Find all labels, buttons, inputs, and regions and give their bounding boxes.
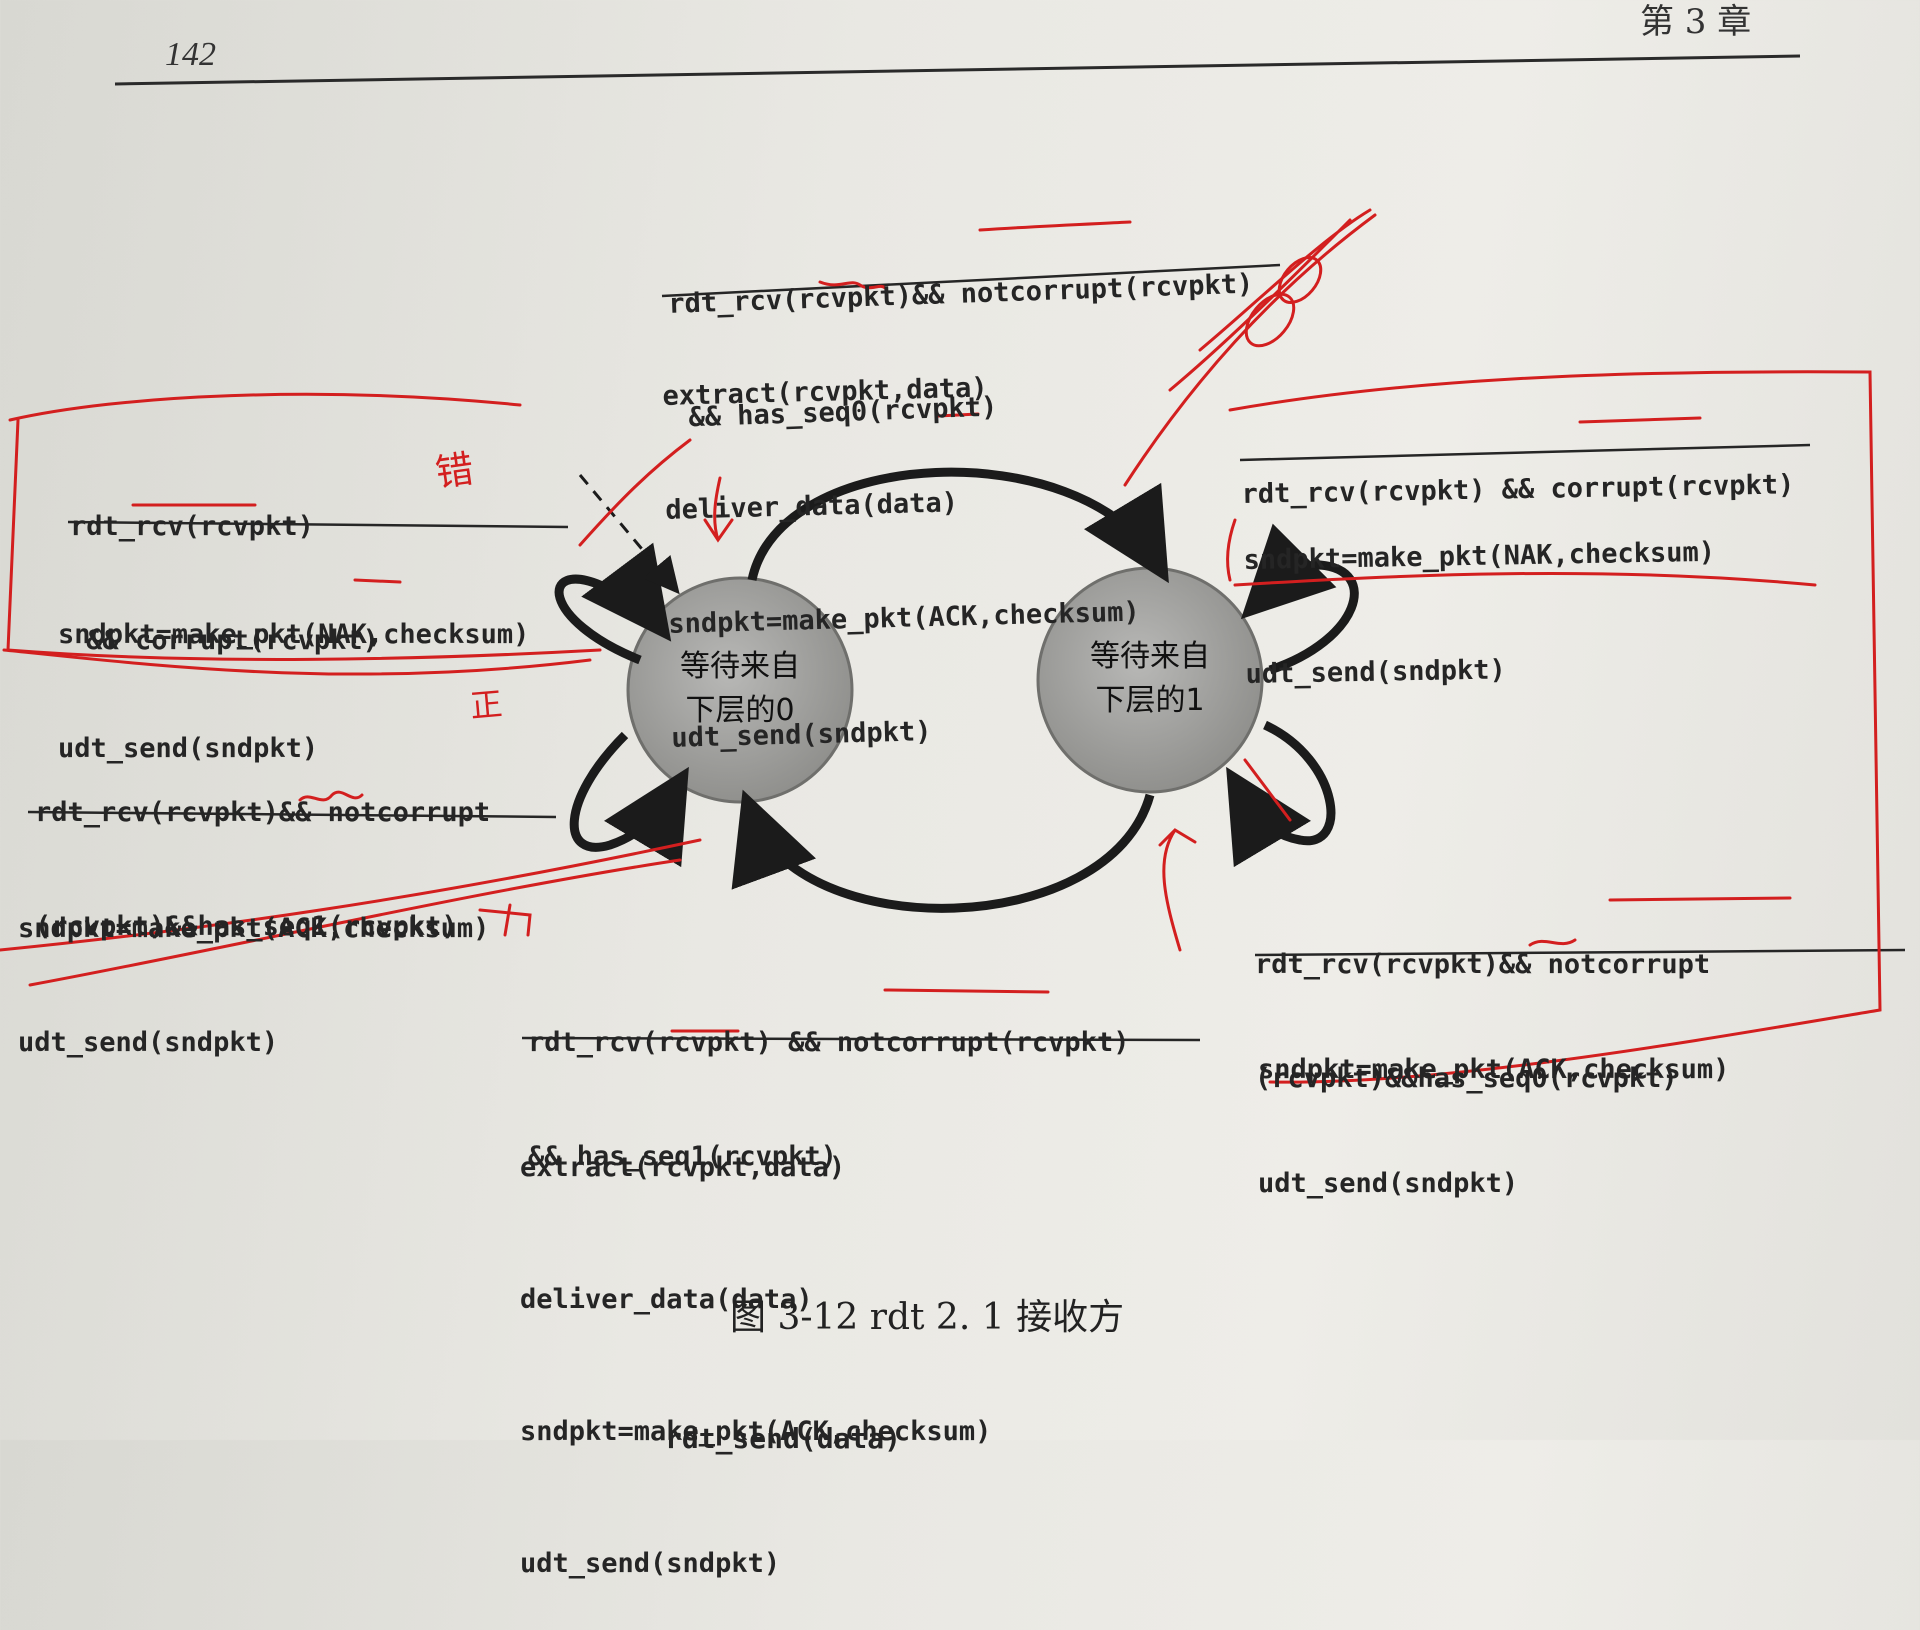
transition-left-lower-action-1: sndpkt=make_pkt(ACK,checksum): [18, 913, 490, 944]
transition-left-upper-action-2: udt_send(sndpkt): [58, 733, 319, 764]
transition-right-lower-event-line2: (rcvpkt)&&has_seq0(rcvpkt): [1255, 1063, 1678, 1094]
rule-right-upper: [1239, 443, 1811, 462]
transition-right-lower-event-line1: rdt_rcv(rcvpkt)&& notcorrupt: [1255, 949, 1711, 980]
header-rule: [114, 54, 1801, 86]
transition-right-upper-actions: sndpkt=make_pkt(NAK,checksum) udt_send(s…: [1242, 458, 1718, 732]
arrow-top: [747, 467, 1169, 584]
state-wait-1-line1: 等待来自: [1090, 639, 1210, 674]
loop-right-lower: [1226, 720, 1336, 868]
transition-top-actions: extract(rcvpkt,data) deliver_data(data) …: [660, 290, 1144, 796]
transition-right-upper-action-1: sndpkt=make_pkt(NAK,checksum): [1243, 536, 1716, 576]
transition-bottom-event-line1: rdt_rcv(rcvpkt) && notcorrupt(rcvpkt): [528, 1027, 1130, 1058]
transition-left-lower-event: rdt_rcv(rcvpkt)&& notcorrupt (rcvpkt)&&h…: [35, 718, 490, 984]
loop-left-upper: [554, 542, 672, 665]
transition-bottom-action-1: extract(rcvpkt,data): [520, 1152, 846, 1183]
transition-left-upper-event: rdt_rcv(rcvpkt) && corrupt(rcvpkt): [70, 432, 379, 698]
footer-cut-text: rdt_send(data): [665, 1422, 902, 1455]
transition-bottom-actions: extract(rcvpkt,data) deliver_data(data) …: [520, 1058, 991, 1630]
transition-left-lower-event-line1: rdt_rcv(rcvpkt)&& notcorrupt: [35, 797, 491, 828]
transition-bottom-event-line2: && has_seq1(rcvpkt): [528, 1141, 837, 1172]
transition-right-lower-event: rdt_rcv(rcvpkt)&& notcorrupt (rcvpkt)&&h…: [1255, 870, 1710, 1136]
transition-top-action-2: deliver_data(data): [665, 487, 959, 526]
rule-top: [661, 263, 1281, 298]
transition-right-lower-action-1: sndpkt=make_pkt(ACK,checksum): [1258, 1054, 1730, 1085]
transition-bottom-action-2: deliver_data(data): [520, 1284, 813, 1315]
rule-left-upper: [67, 520, 569, 529]
transition-top-action-3: sndpkt=make_pkt(ACK,checksum): [668, 596, 1141, 640]
figure-caption: 图 3-12 rdt 2. 1 接收方: [730, 1297, 1125, 1338]
transition-bottom-event: rdt_rcv(rcvpkt) && notcorrupt(rcvpkt) &&…: [528, 948, 1129, 1214]
handwritten-wrong-mark: 错: [432, 446, 477, 496]
state-wait-0-line2: 下层的0: [685, 693, 795, 728]
transition-bottom-action-4: udt_send(sndpkt): [520, 1548, 781, 1579]
fsm-diagram: [0, 54, 1906, 1084]
handwritten-right-mark: 正: [468, 684, 504, 726]
initial-arrow: [578, 474, 680, 595]
state-wait-1-label: 等待来自 下层的1: [1055, 635, 1245, 723]
transition-left-upper-actions: sndpkt=make_pkt(NAK,checksum) udt_send(s…: [58, 540, 529, 806]
transition-top-action-4: udt_send(sndpkt): [671, 716, 932, 754]
loop-right-upper: [1240, 523, 1359, 675]
transition-left-lower-actions: sndpkt=make_pkt(ACK,checksum) udt_send(s…: [18, 834, 489, 1100]
chapter-label: 第 3 章: [1640, 2, 1752, 42]
state-wait-0-line1: 等待来自: [680, 649, 800, 684]
transition-top-action-1: extract(rcvpkt,data): [662, 372, 988, 412]
rule-left-lower: [27, 810, 557, 819]
red-pen-marks: [0, 208, 1882, 1084]
transition-right-lower-action-2: udt_send(sndpkt): [1258, 1168, 1519, 1199]
state-wait-1-line2: 下层的1: [1095, 683, 1205, 718]
page-number: 142: [165, 36, 216, 73]
transition-left-upper-event-line2: && corrupt(rcvpkt): [70, 625, 379, 656]
rule-bottom: [521, 1036, 1201, 1042]
transition-right-lower-actions: sndpkt=make_pkt(ACK,checksum) udt_send(s…: [1258, 975, 1729, 1241]
transition-left-lower-event-line2: (rcvpkt)&&has_seq1(rcvpkt): [35, 911, 458, 942]
arrow-bottom: [731, 789, 1155, 913]
rule-right-lower: [1254, 948, 1906, 957]
loop-left-lower: [569, 731, 689, 868]
transition-right-upper-action-2: udt_send(sndpkt): [1245, 654, 1506, 690]
state-wait-0-label: 等待来自 下层的0: [645, 645, 835, 733]
transition-left-upper-event-line1: rdt_rcv(rcvpkt): [70, 511, 314, 542]
transition-left-upper-action-1: sndpkt=make_pkt(NAK,checksum): [58, 619, 530, 650]
transition-left-lower-action-2: udt_send(sndpkt): [18, 1027, 279, 1058]
